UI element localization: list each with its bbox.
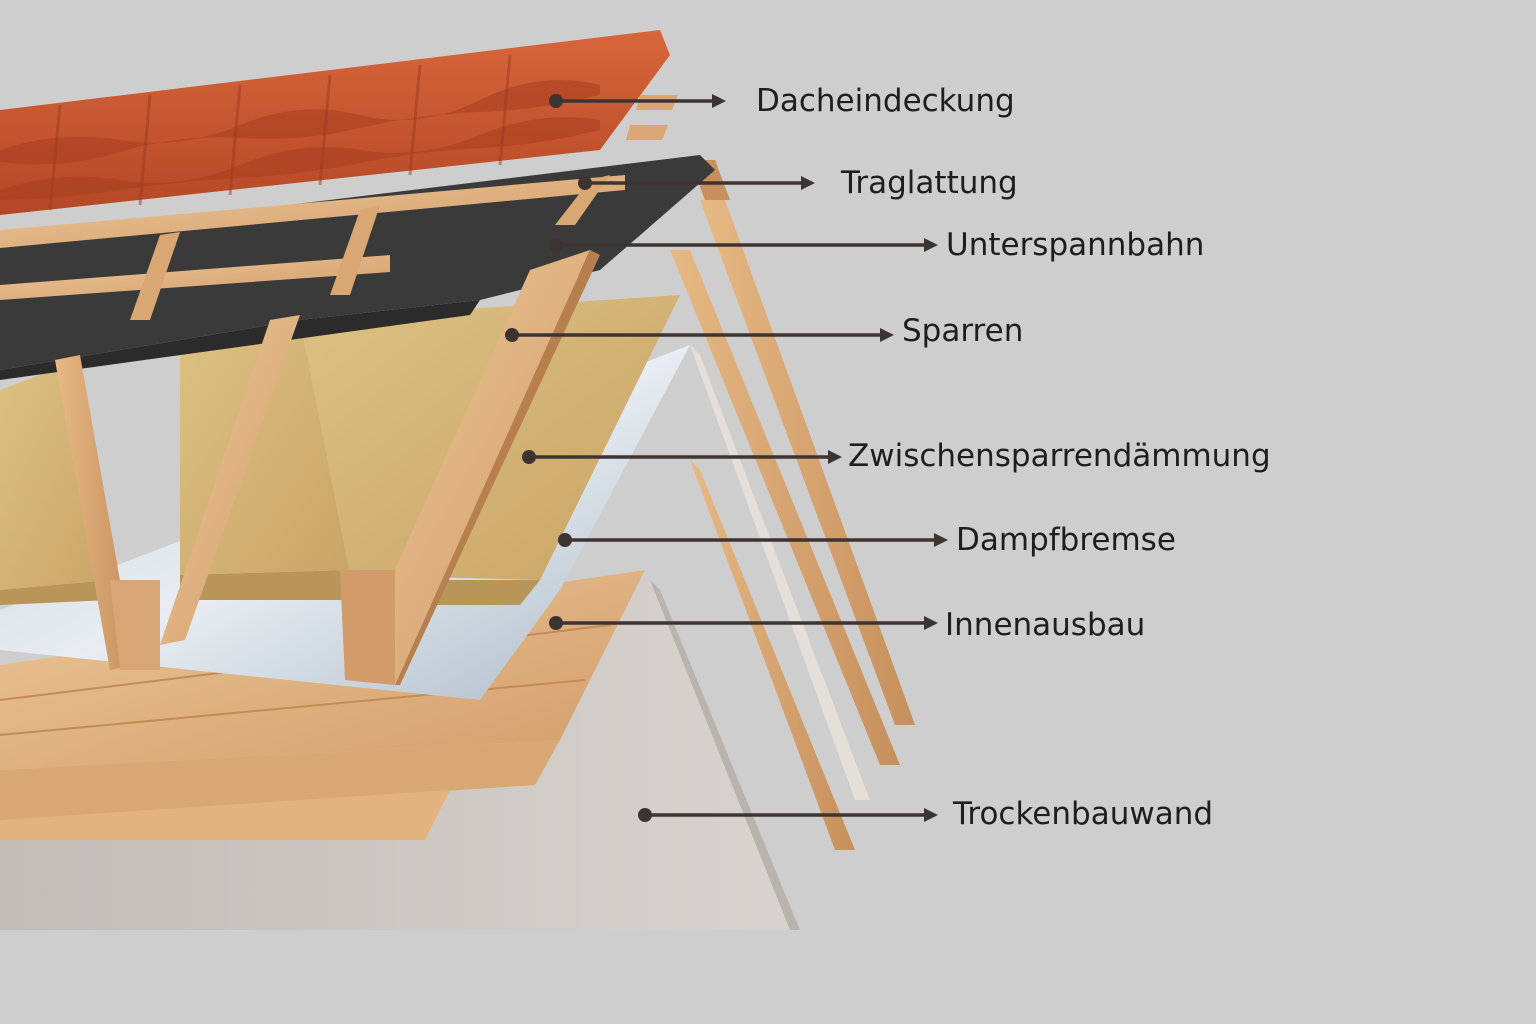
label-dacheindeckung: Dacheindeckung: [756, 83, 1015, 119]
label-traglattung: Traglattung: [841, 165, 1018, 201]
leader-arrowhead-zwischensparrendaemmung: [828, 450, 842, 464]
label-dampfbremse: Dampfbremse: [956, 522, 1176, 558]
label-trockenbauwand: Trockenbauwand: [953, 796, 1214, 832]
rafters: [55, 250, 600, 685]
label-sparren: Sparren: [902, 313, 1024, 349]
roof-tiles: [0, 30, 670, 215]
leader-arrowhead-innenausbau: [924, 616, 938, 630]
leader-arrowhead-dampfbremse: [934, 533, 948, 547]
leader-arrowhead-trockenbauwand: [924, 808, 938, 822]
leader-arrowhead-dacheindeckung: [712, 94, 726, 108]
leader-lines: [505, 94, 948, 822]
battens: [0, 95, 678, 320]
leader-arrowhead-unterspannbahn: [924, 238, 938, 252]
gable-boards: [670, 160, 915, 850]
leader-arrowhead-traglattung: [801, 176, 815, 190]
leader-arrowhead-sparren: [880, 328, 894, 342]
label-zwischensparrendaemmung: Zwischensparrendämmung: [848, 438, 1271, 474]
label-innenausbau: Innenausbau: [945, 607, 1146, 643]
label-unterspannbahn: Unterspannbahn: [946, 227, 1205, 263]
